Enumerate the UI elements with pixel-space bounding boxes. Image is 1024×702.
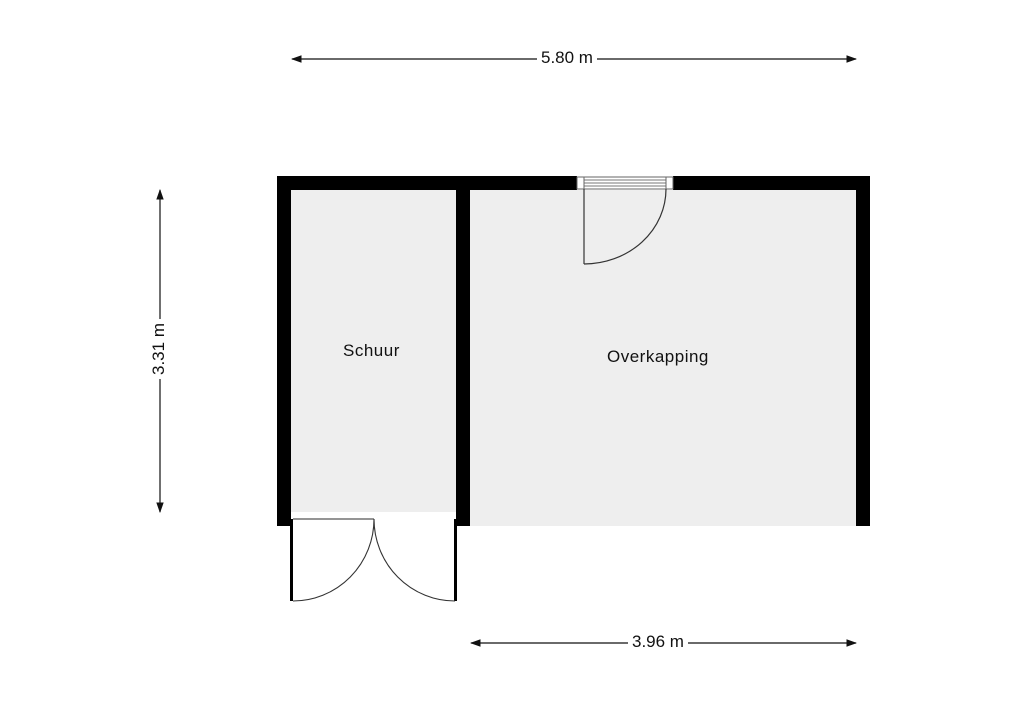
overkapping-floor <box>470 190 856 526</box>
dimension-bottom-label: 3.96 m <box>628 632 688 652</box>
top-door <box>576 176 674 265</box>
schuur-double-door <box>290 512 457 602</box>
dimension-top-label: 5.80 m <box>537 48 597 68</box>
schuur-floor <box>291 190 456 512</box>
walls <box>277 176 870 526</box>
room-label-overkapping: Overkapping <box>607 347 709 366</box>
dimension-left-label: 3.31 m <box>148 319 169 379</box>
room-label-schuur: Schuur <box>343 341 400 360</box>
